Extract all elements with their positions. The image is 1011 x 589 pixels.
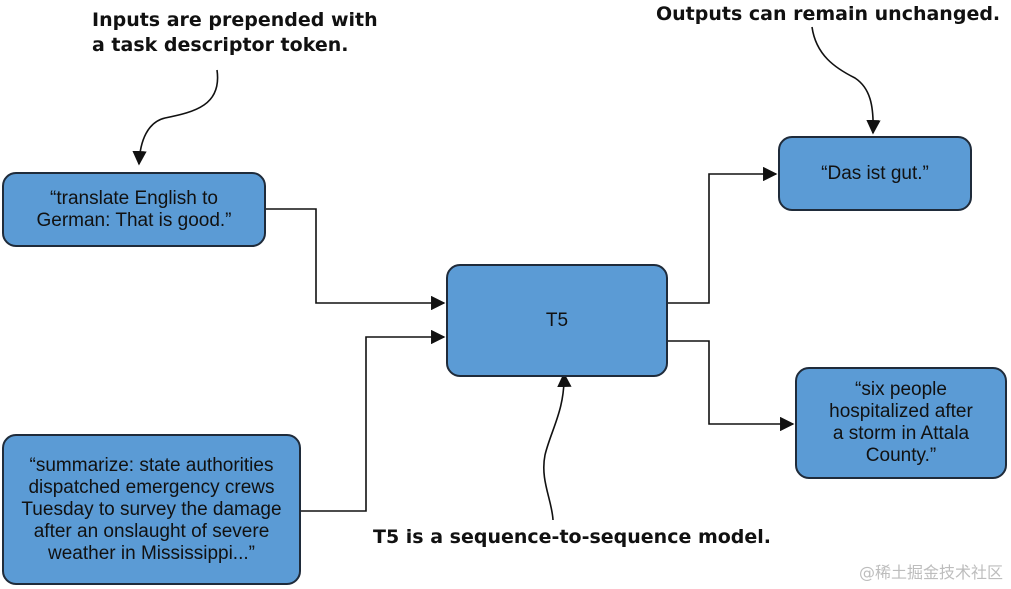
callout-pointer-inputs <box>132 69 219 166</box>
output-translate-box: “Das ist gut.” <box>778 136 972 211</box>
callout-inputs: Inputs are prepended with a task descrip… <box>92 9 378 56</box>
callout-model: T5 is a sequence-to-sequence model. <box>373 526 772 548</box>
input-summarize-box: “summarize: state authorities dispatched… <box>2 434 301 585</box>
connector-translate-to-t5 <box>265 208 446 311</box>
callout-pointer-model <box>543 372 572 521</box>
connector-summarize-to-t5 <box>300 329 446 512</box>
input-translate-box: “translate English to German: That is go… <box>2 172 266 247</box>
output-summary-box: “six people hospitalized after a storm i… <box>795 367 1007 479</box>
callout-outputs: Outputs can remain unchanged. <box>656 3 1001 25</box>
callout-pointer-outputs <box>811 26 881 135</box>
t5-model-box: T5 <box>446 264 668 377</box>
connector-t5-to-six-people <box>668 340 795 432</box>
watermark: @稀土掘金技术社区 <box>858 563 1003 582</box>
connector-t5-to-das-ist-gut <box>668 166 778 304</box>
